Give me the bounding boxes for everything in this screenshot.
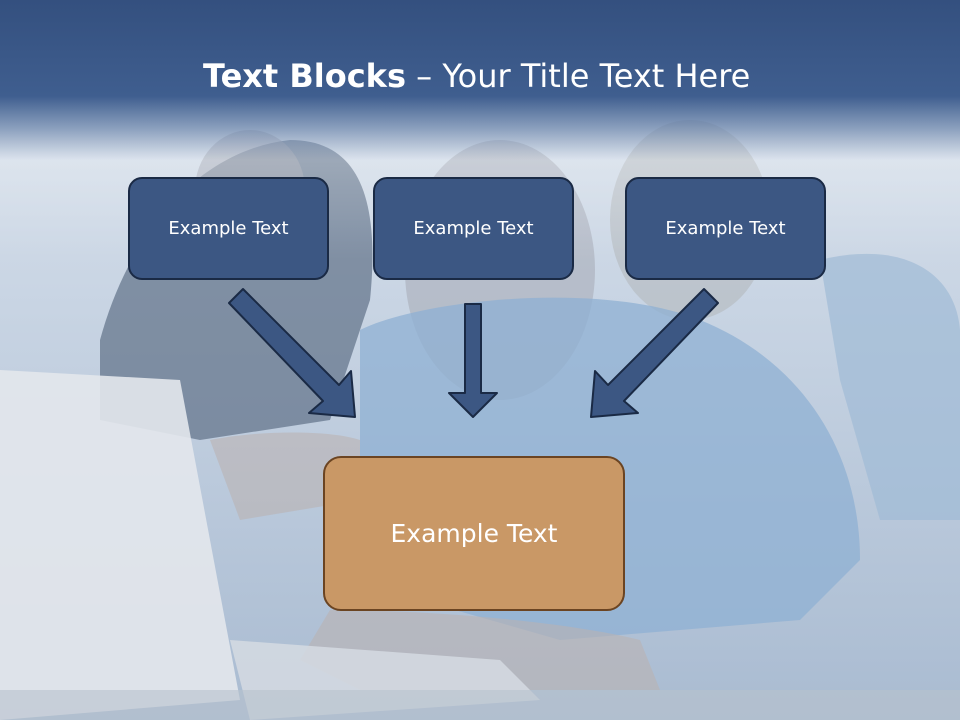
text-block-2-label: Example Text [413, 218, 534, 239]
main-text-block[interactable]: Example Text [323, 456, 625, 611]
text-block-3-label: Example Text [665, 218, 786, 239]
text-block-1-label: Example Text [168, 218, 289, 239]
title-bold-text: Text Blocks [203, 57, 406, 95]
text-block-2[interactable]: Example Text [373, 177, 574, 280]
slide-title: Text Blocks – Your Title Text Here [203, 52, 750, 100]
title-band [0, 0, 960, 160]
text-block-3[interactable]: Example Text [625, 177, 826, 280]
title-rest-text: – Your Title Text Here [406, 57, 751, 95]
main-text-block-label: Example Text [390, 519, 558, 548]
text-block-1[interactable]: Example Text [128, 177, 329, 280]
